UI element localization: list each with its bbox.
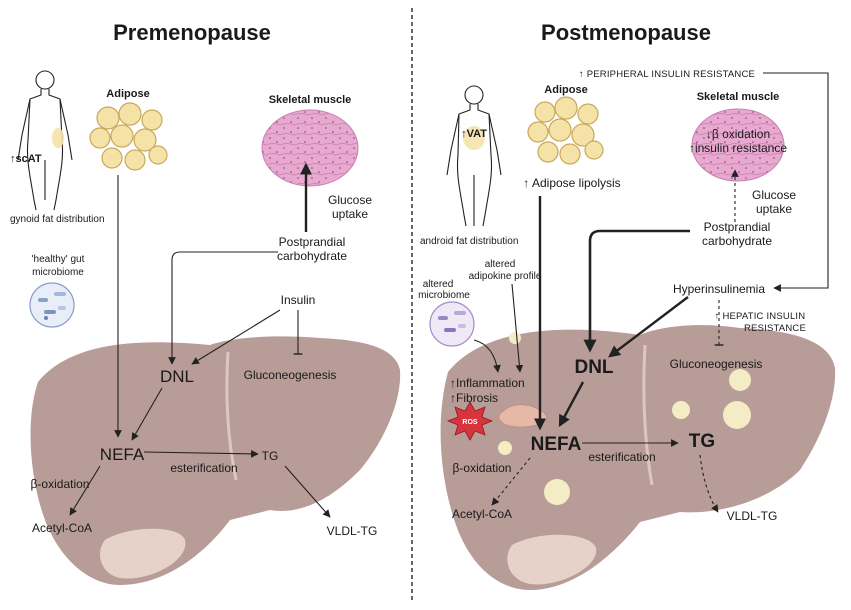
arrows-right	[473, 72, 829, 513]
beta-oxidation-label-right: β-oxidation	[453, 461, 512, 475]
skeletal-muscle-icon-right	[691, 108, 785, 182]
hepatic-ir-label-2: RESISTANCE	[744, 323, 806, 334]
skeletal-muscle-label-right: Skeletal muscle	[697, 91, 780, 103]
vat-fat-icon	[463, 126, 485, 150]
altered-microbiome-1: altered	[423, 279, 454, 290]
arrows-left	[69, 162, 331, 518]
liver-shape-left	[30, 336, 401, 585]
gallbladder-right	[507, 534, 597, 585]
nefa-label-left: NEFA	[100, 445, 145, 464]
postprandial-left-1: Postprandial	[279, 235, 346, 249]
adipose-cells-icon-left	[89, 102, 168, 171]
esterification-label-right: esterification	[588, 450, 655, 464]
vldl-tg-label-left: VLDL-TG	[327, 524, 378, 538]
acetyl-coa-label-left: Acetyl-CoA	[32, 521, 92, 535]
glucose-uptake-right-2: uptake	[756, 202, 792, 216]
inflammation-label: ↑Inflammation	[450, 376, 525, 390]
altered-adipokine-1: altered	[485, 259, 516, 270]
gluconeogenesis-label-right: Gluconeogenesis	[670, 357, 763, 371]
skeletal-muscle-label-left: Skeletal muscle	[269, 94, 352, 106]
dnl-label-right: DNL	[574, 357, 613, 378]
insulin-label-left: Insulin	[281, 293, 316, 307]
premenopause-panel: Premenopause ↑scAT gynoid fat distributi…	[10, 20, 401, 585]
premenopause-title: Premenopause	[113, 20, 271, 45]
fibrosis-label: ↑Fibrosis	[450, 391, 498, 405]
postprandial-left-2: carbohydrate	[277, 249, 347, 263]
altered-adipokine-2: adipokine profile	[469, 271, 542, 282]
gut-label-left-2: microbiome	[32, 267, 84, 278]
peripheral-ir-label: ↑ PERIPHERAL INSULIN RESISTANCE	[579, 69, 755, 80]
ros-burst-icon	[446, 401, 494, 441]
adipose-cells-icon-right	[527, 96, 604, 165]
postmenopause-title: Postmenopause	[541, 20, 711, 45]
glucose-uptake-right-1: Glucose	[752, 188, 796, 202]
beta-oxidation-label-left: β-oxidation	[31, 477, 90, 491]
postmenopause-panel: Postmenopause ↑VAT android fat distribut…	[418, 20, 836, 590]
microbiome-icon-right	[429, 301, 475, 347]
gynoid-label: gynoid fat distribution	[10, 214, 105, 225]
lipolysis-label: ↑ Adipose lipolysis	[523, 176, 620, 190]
nefa-label-right: NEFA	[531, 434, 582, 455]
liver-fat-droplets-icon	[498, 332, 751, 505]
acetyl-coa-label-right: Acetyl-CoA	[452, 507, 512, 521]
adipose-label-right: Adipose	[544, 84, 587, 96]
human-body-icon-right	[446, 85, 502, 227]
tg-label-left: TG	[262, 449, 279, 463]
gut-label-left-1: 'healthy' gut	[32, 254, 85, 265]
glucose-uptake-left-2: uptake	[332, 207, 368, 221]
esterification-label-left: esterification	[170, 461, 237, 475]
dnl-label-left: DNL	[160, 367, 194, 386]
tg-label-right: TG	[689, 431, 715, 452]
vat-label: ↑VAT	[461, 128, 487, 140]
hepatic-ir-label-1: ↑ HEPATIC INSULIN	[715, 311, 806, 322]
postprandial-right-2: carbohydrate	[702, 234, 772, 248]
skeletal-muscle-icon-left	[261, 109, 359, 187]
altered-microbiome-2: microbiome	[418, 290, 470, 301]
gluconeogenesis-label-left: Gluconeogenesis	[244, 368, 337, 382]
vldl-tg-label-right: VLDL-TG	[727, 509, 778, 523]
adipose-label-left: Adipose	[106, 88, 149, 100]
android-label: android fat distribution	[420, 236, 518, 247]
gallbladder-left	[100, 528, 186, 579]
microbiome-icon-left	[29, 282, 75, 328]
human-body-icon-left	[17, 70, 73, 211]
beta-ox-down-label: ↓β oxidation	[706, 127, 770, 141]
ros-label: ROS	[462, 419, 478, 426]
postprandial-right-1: Postprandial	[704, 220, 771, 234]
ir-up-label: ↑insulin resistance	[689, 141, 787, 155]
scat-fat-icon	[52, 128, 64, 148]
scat-label: ↑scAT	[10, 153, 42, 165]
glucose-uptake-left-1: Glucose	[328, 193, 372, 207]
hyperinsulinemia-label: Hyperinsulinemia	[673, 282, 765, 296]
